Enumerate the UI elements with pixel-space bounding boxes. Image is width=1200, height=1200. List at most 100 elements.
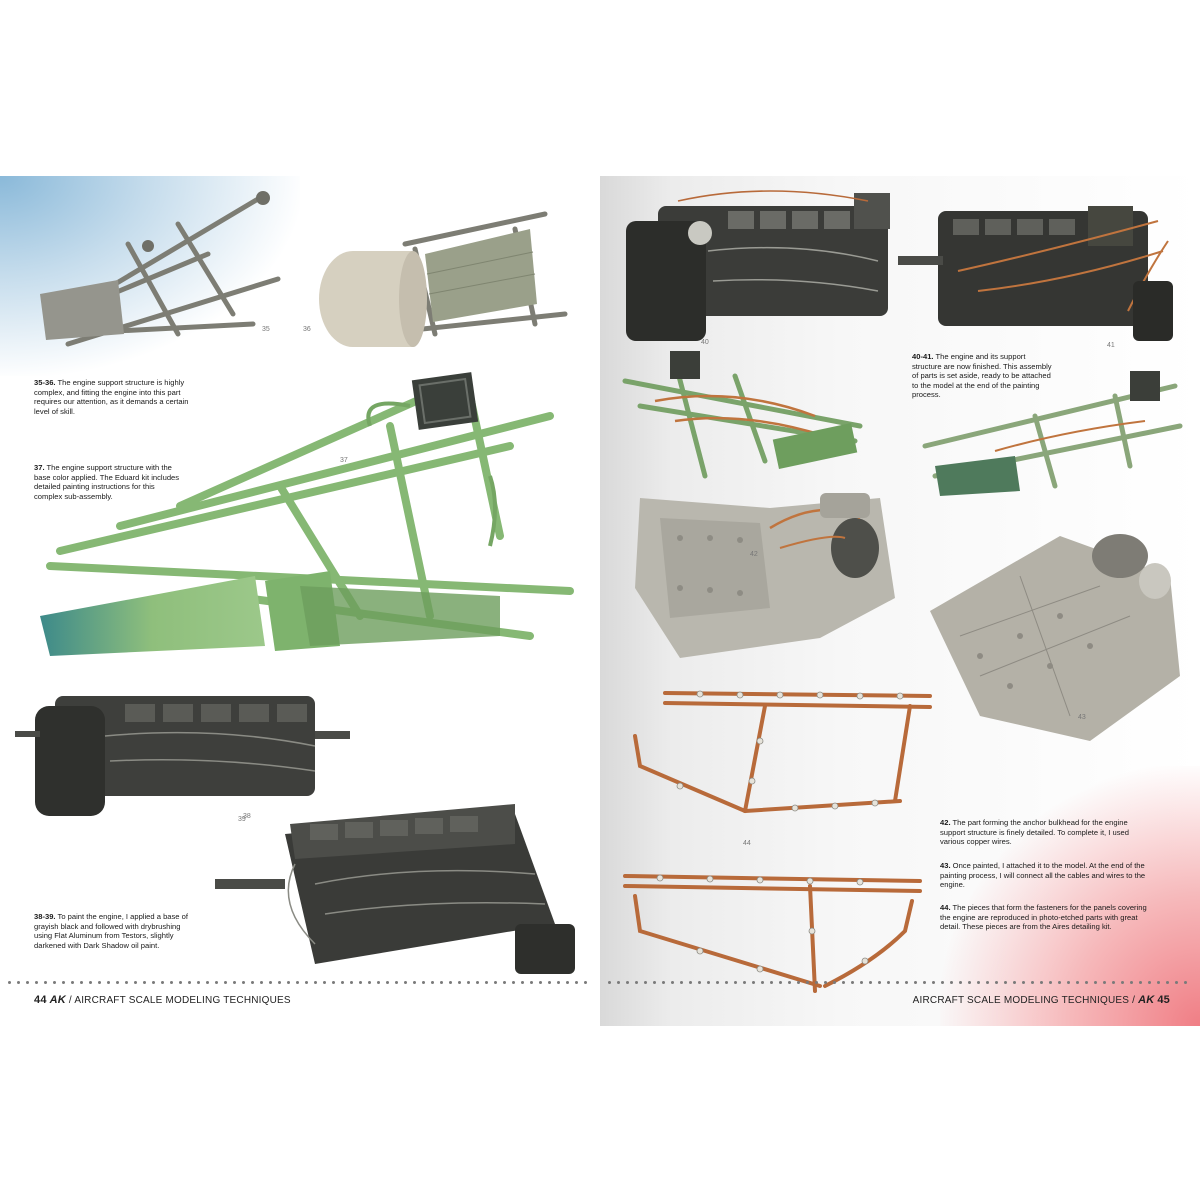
rule-dot <box>842 981 845 984</box>
caption-lead-37: 37. <box>34 463 45 472</box>
running-title-left: AIRCRAFT SCALE MODELING TECHNIQUES <box>74 995 291 1006</box>
rule-dot <box>977 981 980 984</box>
rule-dot <box>1004 981 1007 984</box>
left-footer: 44 AK / AIRCRAFT SCALE MODELING TECHNIQU… <box>34 994 291 1006</box>
rule-dot <box>485 981 488 984</box>
rule-dot <box>413 981 416 984</box>
right-footer: AIRCRAFT SCALE MODELING TECHNIQUES / AK … <box>913 994 1170 1006</box>
rule-dot <box>707 981 710 984</box>
photo-number-42: 42 <box>750 551 758 558</box>
rule-dot <box>1121 981 1124 984</box>
rule-dot <box>377 981 380 984</box>
rule-dot <box>440 981 443 984</box>
rule-dot <box>1076 981 1079 984</box>
rule-dot <box>617 981 620 984</box>
rule-dot <box>779 981 782 984</box>
caption-44: 44. The pieces that form the fasteners f… <box>940 903 1152 932</box>
rule-dot <box>134 981 137 984</box>
rule-dot <box>770 981 773 984</box>
rule-dot <box>341 981 344 984</box>
rule-dot <box>575 981 578 984</box>
magazine-spread: 35 36 35-36. The engine support structur… <box>0 176 1200 1026</box>
rule-dot <box>359 981 362 984</box>
rule-dot <box>530 981 533 984</box>
rule-dot <box>467 981 470 984</box>
photo-44-photo-etched-fasteners <box>620 681 940 1001</box>
rule-dot <box>725 981 728 984</box>
rule-dot <box>269 981 272 984</box>
rule-dot <box>1130 981 1133 984</box>
rule-dot <box>689 981 692 984</box>
rule-dot <box>896 981 899 984</box>
rule-dot <box>179 981 182 984</box>
rule-dot <box>188 981 191 984</box>
rule-dot <box>152 981 155 984</box>
rule-dot <box>323 981 326 984</box>
rule-dot <box>98 981 101 984</box>
photo-39-dark-engine-angled <box>215 804 590 989</box>
rule-dot <box>296 981 299 984</box>
photo-number-44: 44 <box>743 840 751 847</box>
rule-dot <box>635 981 638 984</box>
caption-lead-35-36: 35-36. <box>34 378 56 387</box>
dotted-rule-right <box>608 981 1193 985</box>
rule-dot <box>860 981 863 984</box>
caption-text-38-39: To paint the engine, I applied a base of… <box>34 912 188 950</box>
running-title-right: AIRCRAFT SCALE MODELING TECHNIQUES <box>912 995 1130 1006</box>
rule-dot <box>761 981 764 984</box>
rule-dot <box>197 981 200 984</box>
caption-text-40-41: The engine and its support structure are… <box>912 352 1052 400</box>
caption-lead-40-41: 40-41. <box>912 352 934 361</box>
rule-dot <box>224 981 227 984</box>
rule-dot <box>680 981 683 984</box>
photo-40-support-frame <box>615 346 870 491</box>
red-corner-gradient <box>940 766 1200 1026</box>
rule-dot <box>968 981 971 984</box>
photo-40-finished-engine <box>618 181 903 351</box>
caption-42: 42. The part forming the anchor bulkhead… <box>940 818 1152 847</box>
rule-dot <box>566 981 569 984</box>
rule-dot <box>233 981 236 984</box>
rule-dot <box>950 981 953 984</box>
rule-dot <box>8 981 11 984</box>
rule-dot <box>35 981 38 984</box>
photo-number-36: 36 <box>303 326 311 333</box>
rule-dot <box>824 981 827 984</box>
rule-dot <box>923 981 926 984</box>
rule-dot <box>833 981 836 984</box>
rule-dot <box>1157 981 1160 984</box>
rule-dot <box>1184 981 1187 984</box>
rule-dot <box>608 981 611 984</box>
ak-logo-right: AK <box>1138 994 1155 1006</box>
caption-lead-42: 42. <box>940 818 951 827</box>
rule-dot <box>512 981 515 984</box>
footer-separator-left: / <box>68 995 72 1006</box>
rule-dot <box>242 981 245 984</box>
rule-dot <box>905 981 908 984</box>
caption-text-44: The pieces that form the fasteners for t… <box>940 903 1147 932</box>
photo-number-43: 43 <box>1078 714 1086 721</box>
rule-dot <box>1139 981 1142 984</box>
photo-41-engine-copper-wires <box>898 181 1180 351</box>
rule-dot <box>752 981 755 984</box>
rule-dot <box>143 981 146 984</box>
rule-dot <box>1148 981 1151 984</box>
rule-dot <box>458 981 461 984</box>
rule-dot <box>914 981 917 984</box>
rule-dot <box>626 981 629 984</box>
photo-37-green-support-structure <box>30 356 582 656</box>
rule-dot <box>653 981 656 984</box>
rule-dot <box>1031 981 1034 984</box>
rule-dot <box>1013 981 1016 984</box>
rule-dot <box>1022 981 1025 984</box>
rule-dot <box>287 981 290 984</box>
caption-text-37: The engine support structure with the ba… <box>34 463 180 501</box>
photo-36-frame-with-cylinder <box>315 204 570 356</box>
rule-dot <box>716 981 719 984</box>
rule-dot <box>1040 981 1043 984</box>
photo-41-support-frame <box>915 366 1185 501</box>
rule-dot <box>1175 981 1178 984</box>
rule-dot <box>995 981 998 984</box>
rule-dot <box>851 981 854 984</box>
rule-dot <box>89 981 92 984</box>
